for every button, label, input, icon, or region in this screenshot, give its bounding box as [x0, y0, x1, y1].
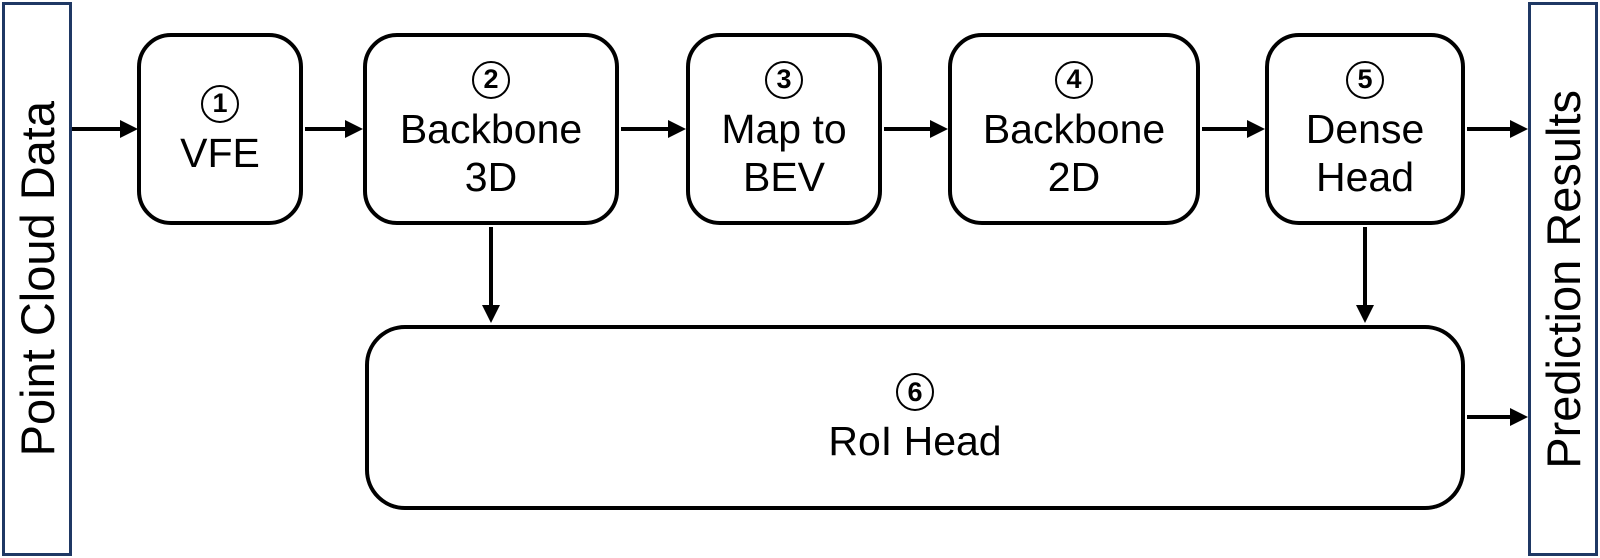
- node-label-line: RoI Head: [828, 418, 1002, 465]
- node-label-line: Backbone: [399, 105, 583, 152]
- node-dense-head: 5 Dense Head: [1265, 33, 1465, 225]
- arrow-dense-to-output: [1467, 127, 1510, 131]
- node-label-line: 3D: [464, 154, 518, 200]
- input-data-bar: Point Cloud Data: [2, 2, 72, 556]
- node-roi-head-number-badge: 6: [896, 373, 934, 412]
- node-dense-head-label: Dense Head: [1306, 105, 1425, 202]
- node-backbone-2d-number-badge: 4: [1055, 60, 1093, 99]
- node-label-line: 2D: [1047, 154, 1101, 200]
- node-map-to-bev-number-badge: 3: [765, 60, 803, 99]
- node-vfe-number-badge: 1: [201, 84, 239, 123]
- arrow-dense-to-roi: [1363, 227, 1367, 305]
- node-backbone-2d-label: Backbone 2D: [983, 105, 1165, 202]
- node-label-line: BEV: [742, 154, 826, 200]
- output-results-label: Prediction Results: [1536, 89, 1590, 469]
- node-backbone-3d-number-badge: 2: [472, 60, 510, 99]
- node-backbone-3d-label: Backbone 3D: [400, 105, 582, 202]
- node-map-to-bev-label: Map to BEV: [721, 105, 846, 202]
- node-vfe-label: VFE: [180, 129, 260, 177]
- node-roi-head: 6 RoI Head: [365, 325, 1465, 510]
- node-vfe: 1 VFE: [137, 33, 303, 225]
- arrow-backbone3d-to-bev: [621, 127, 668, 131]
- node-label-line: VFE: [180, 129, 260, 176]
- node-label-line: Dense: [1305, 105, 1425, 152]
- arrow-backbone2d-to-dense: [1202, 127, 1247, 131]
- node-label-line: Map to: [721, 105, 847, 152]
- arrow-roi-to-output: [1467, 415, 1510, 419]
- node-backbone-2d: 4 Backbone 2D: [948, 33, 1200, 225]
- input-data-label: Point Cloud Data: [10, 101, 64, 457]
- output-results-bar: Prediction Results: [1528, 2, 1598, 556]
- node-map-to-bev: 3 Map to BEV: [686, 33, 882, 225]
- node-label-line: Backbone: [982, 105, 1166, 152]
- node-dense-head-number-badge: 5: [1346, 60, 1384, 99]
- arrow-vfe-to-backbone3d: [305, 127, 345, 131]
- node-label-line: Head: [1315, 154, 1414, 200]
- arrow-input-to-vfe: [72, 127, 120, 131]
- arrow-bev-to-backbone2d: [884, 127, 930, 131]
- arrow-backbone3d-to-roi: [489, 227, 493, 305]
- node-roi-head-label: RoI Head: [828, 417, 1001, 465]
- node-backbone-3d: 2 Backbone 3D: [363, 33, 619, 225]
